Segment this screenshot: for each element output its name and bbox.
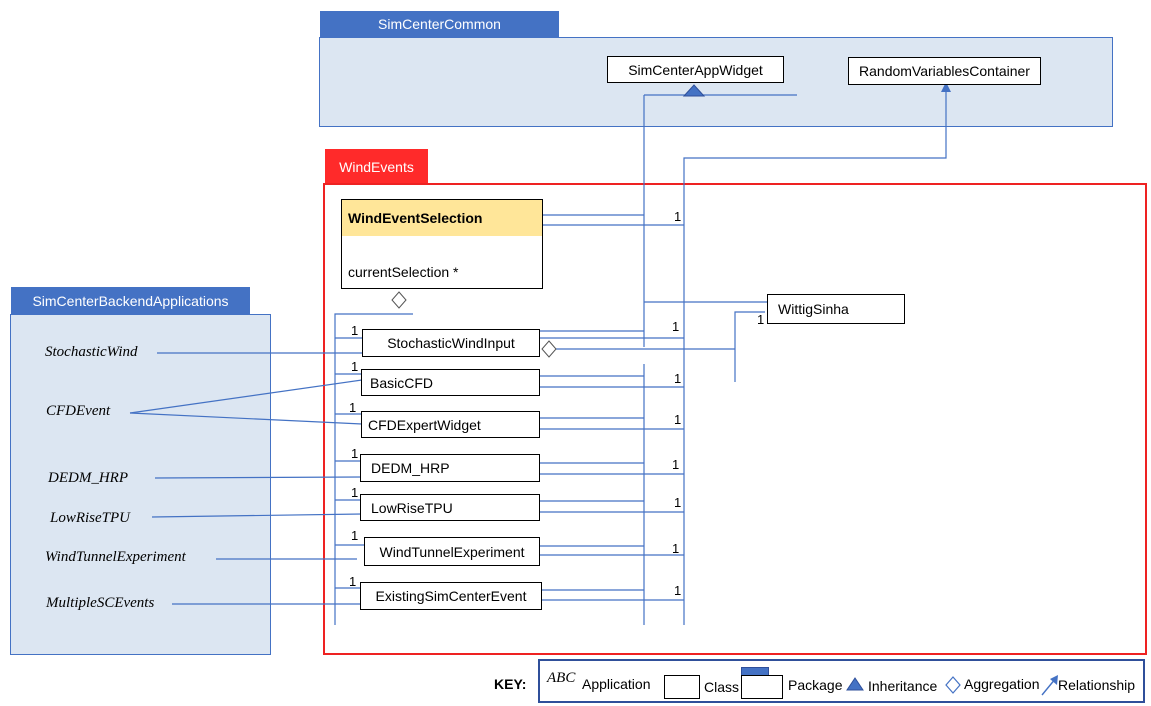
mult-wittig: 1	[757, 312, 765, 327]
key-class-icon	[664, 675, 700, 699]
app-cfdevent[interactable]: CFDEvent	[46, 403, 111, 419]
class-windeventselection[interactable]: WindEventSelection currentSelection *	[341, 199, 543, 289]
class-lowrisetpu[interactable]: LowRiseTPU	[360, 494, 540, 521]
class-stochasticwindinput[interactable]: StochasticWindInput	[362, 329, 540, 357]
mult-existing-right: 1	[674, 583, 682, 598]
windeventselection-attribute: currentSelection *	[348, 264, 459, 280]
inheritance-icon	[846, 677, 864, 691]
app-multiplescevents[interactable]: MultipleSCEvents	[46, 595, 155, 611]
app-lowrisetpu[interactable]: LowRiseTPU	[50, 510, 131, 526]
class-existingsimcenterevent[interactable]: ExistingSimCenterEvent	[360, 582, 542, 610]
windeventselection-name: WindEventSelection	[342, 200, 542, 236]
package-tab-windevents: WindEvents	[325, 149, 428, 184]
package-tab-backend: SimCenterBackendApplications	[11, 287, 250, 314]
key-relationship-label: Relationship	[1058, 677, 1136, 693]
mult-lowrise-right: 1	[674, 495, 682, 510]
class-cfdexpertwidget[interactable]: CFDExpertWidget	[361, 411, 540, 438]
class-dedm-hrp[interactable]: DEDM_HRP	[360, 454, 540, 482]
class-wittigsinha[interactable]: WittigSinha	[767, 294, 905, 324]
key-aggregation-label: Aggregation	[964, 676, 1040, 692]
mult-dedm-left: 1	[351, 446, 359, 461]
key-class-label: Class	[704, 679, 740, 695]
relationship-icon	[1041, 675, 1058, 696]
class-simcenterappwidget[interactable]: SimCenterAppWidget	[607, 56, 784, 83]
mult-cfdexpert-left: 1	[349, 400, 357, 415]
app-windtunnelexperiment[interactable]: WindTunnelExperiment	[45, 549, 186, 565]
class-randomvariablescontainer[interactable]: RandomVariablesContainer	[848, 57, 1041, 85]
app-dedm-hrp[interactable]: DEDM_HRP	[48, 470, 128, 486]
mult-tunnel-left: 1	[351, 528, 359, 543]
mult-dedm-right: 1	[672, 457, 680, 472]
class-basiccfd[interactable]: BasicCFD	[361, 369, 540, 396]
mult-selection: 1	[674, 209, 682, 224]
mult-stochastic-right: 1	[672, 319, 680, 334]
key-package-icon-body	[741, 675, 783, 699]
key-package-label: Package	[788, 677, 843, 693]
mult-cfdexpert-right: 1	[674, 412, 682, 427]
key-inheritance-label: Inheritance	[868, 678, 938, 694]
key-abc-sample: ABC	[547, 670, 576, 686]
class-windtunnelexperiment[interactable]: WindTunnelExperiment	[364, 537, 540, 566]
mult-stochastic-left: 1	[351, 323, 359, 338]
mult-existing-left: 1	[349, 574, 357, 589]
mult-lowrise-left: 1	[351, 485, 359, 500]
package-backend	[10, 314, 271, 655]
app-stochasticwind[interactable]: StochasticWind	[45, 344, 138, 360]
key-legend: ABC Application Class Package Inheritanc…	[538, 659, 1145, 703]
aggregation-icon	[945, 676, 961, 694]
package-windevents	[323, 183, 1147, 655]
key-title: KEY:	[494, 676, 527, 692]
key-application-label: Application	[582, 676, 651, 692]
package-tab-simcentercommon: SimCenterCommon	[320, 11, 559, 37]
mult-tunnel-right: 1	[672, 541, 680, 556]
mult-basiccfd-right: 1	[674, 371, 682, 386]
mult-basiccfd-left: 1	[351, 359, 359, 374]
